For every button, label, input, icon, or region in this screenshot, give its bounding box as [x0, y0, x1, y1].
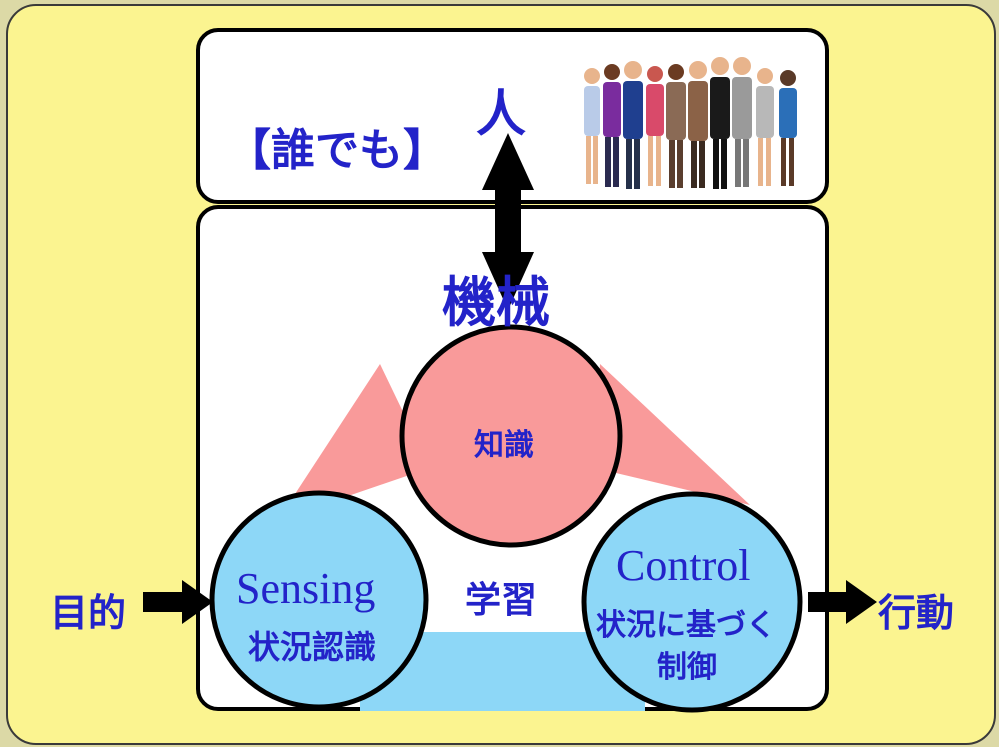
anyone-label: 【誰でも】 — [227, 125, 447, 176]
right-arrow-icon-output — [808, 580, 877, 624]
knowledge-wedge-left — [278, 364, 430, 520]
control-label-en: Control — [616, 541, 751, 590]
control-label-ja-line2: 制御 — [657, 650, 717, 685]
sensing-circle — [209, 490, 429, 710]
control-circle — [581, 491, 803, 713]
learning-label: 学習 — [465, 580, 538, 621]
double-arrow-icon — [482, 133, 534, 310]
right-arrow-icon-input — [143, 580, 213, 624]
sensing-label-ja: 状況認識 — [248, 628, 377, 666]
output-action-label: 行動 — [878, 591, 955, 635]
knowledge-circle — [399, 324, 623, 548]
input-purpose-label: 目的 — [50, 591, 127, 635]
control-label-ja-line1: 状況に基づく — [596, 608, 776, 643]
machine-title: 機械 — [442, 271, 550, 334]
knowledge-label: 知識 — [474, 428, 534, 463]
human-label: 人 — [476, 85, 526, 143]
people-group-illustration — [584, 57, 797, 189]
sensing-label-en: Sensing — [236, 564, 376, 613]
knowledge-wedge-right — [595, 364, 750, 505]
